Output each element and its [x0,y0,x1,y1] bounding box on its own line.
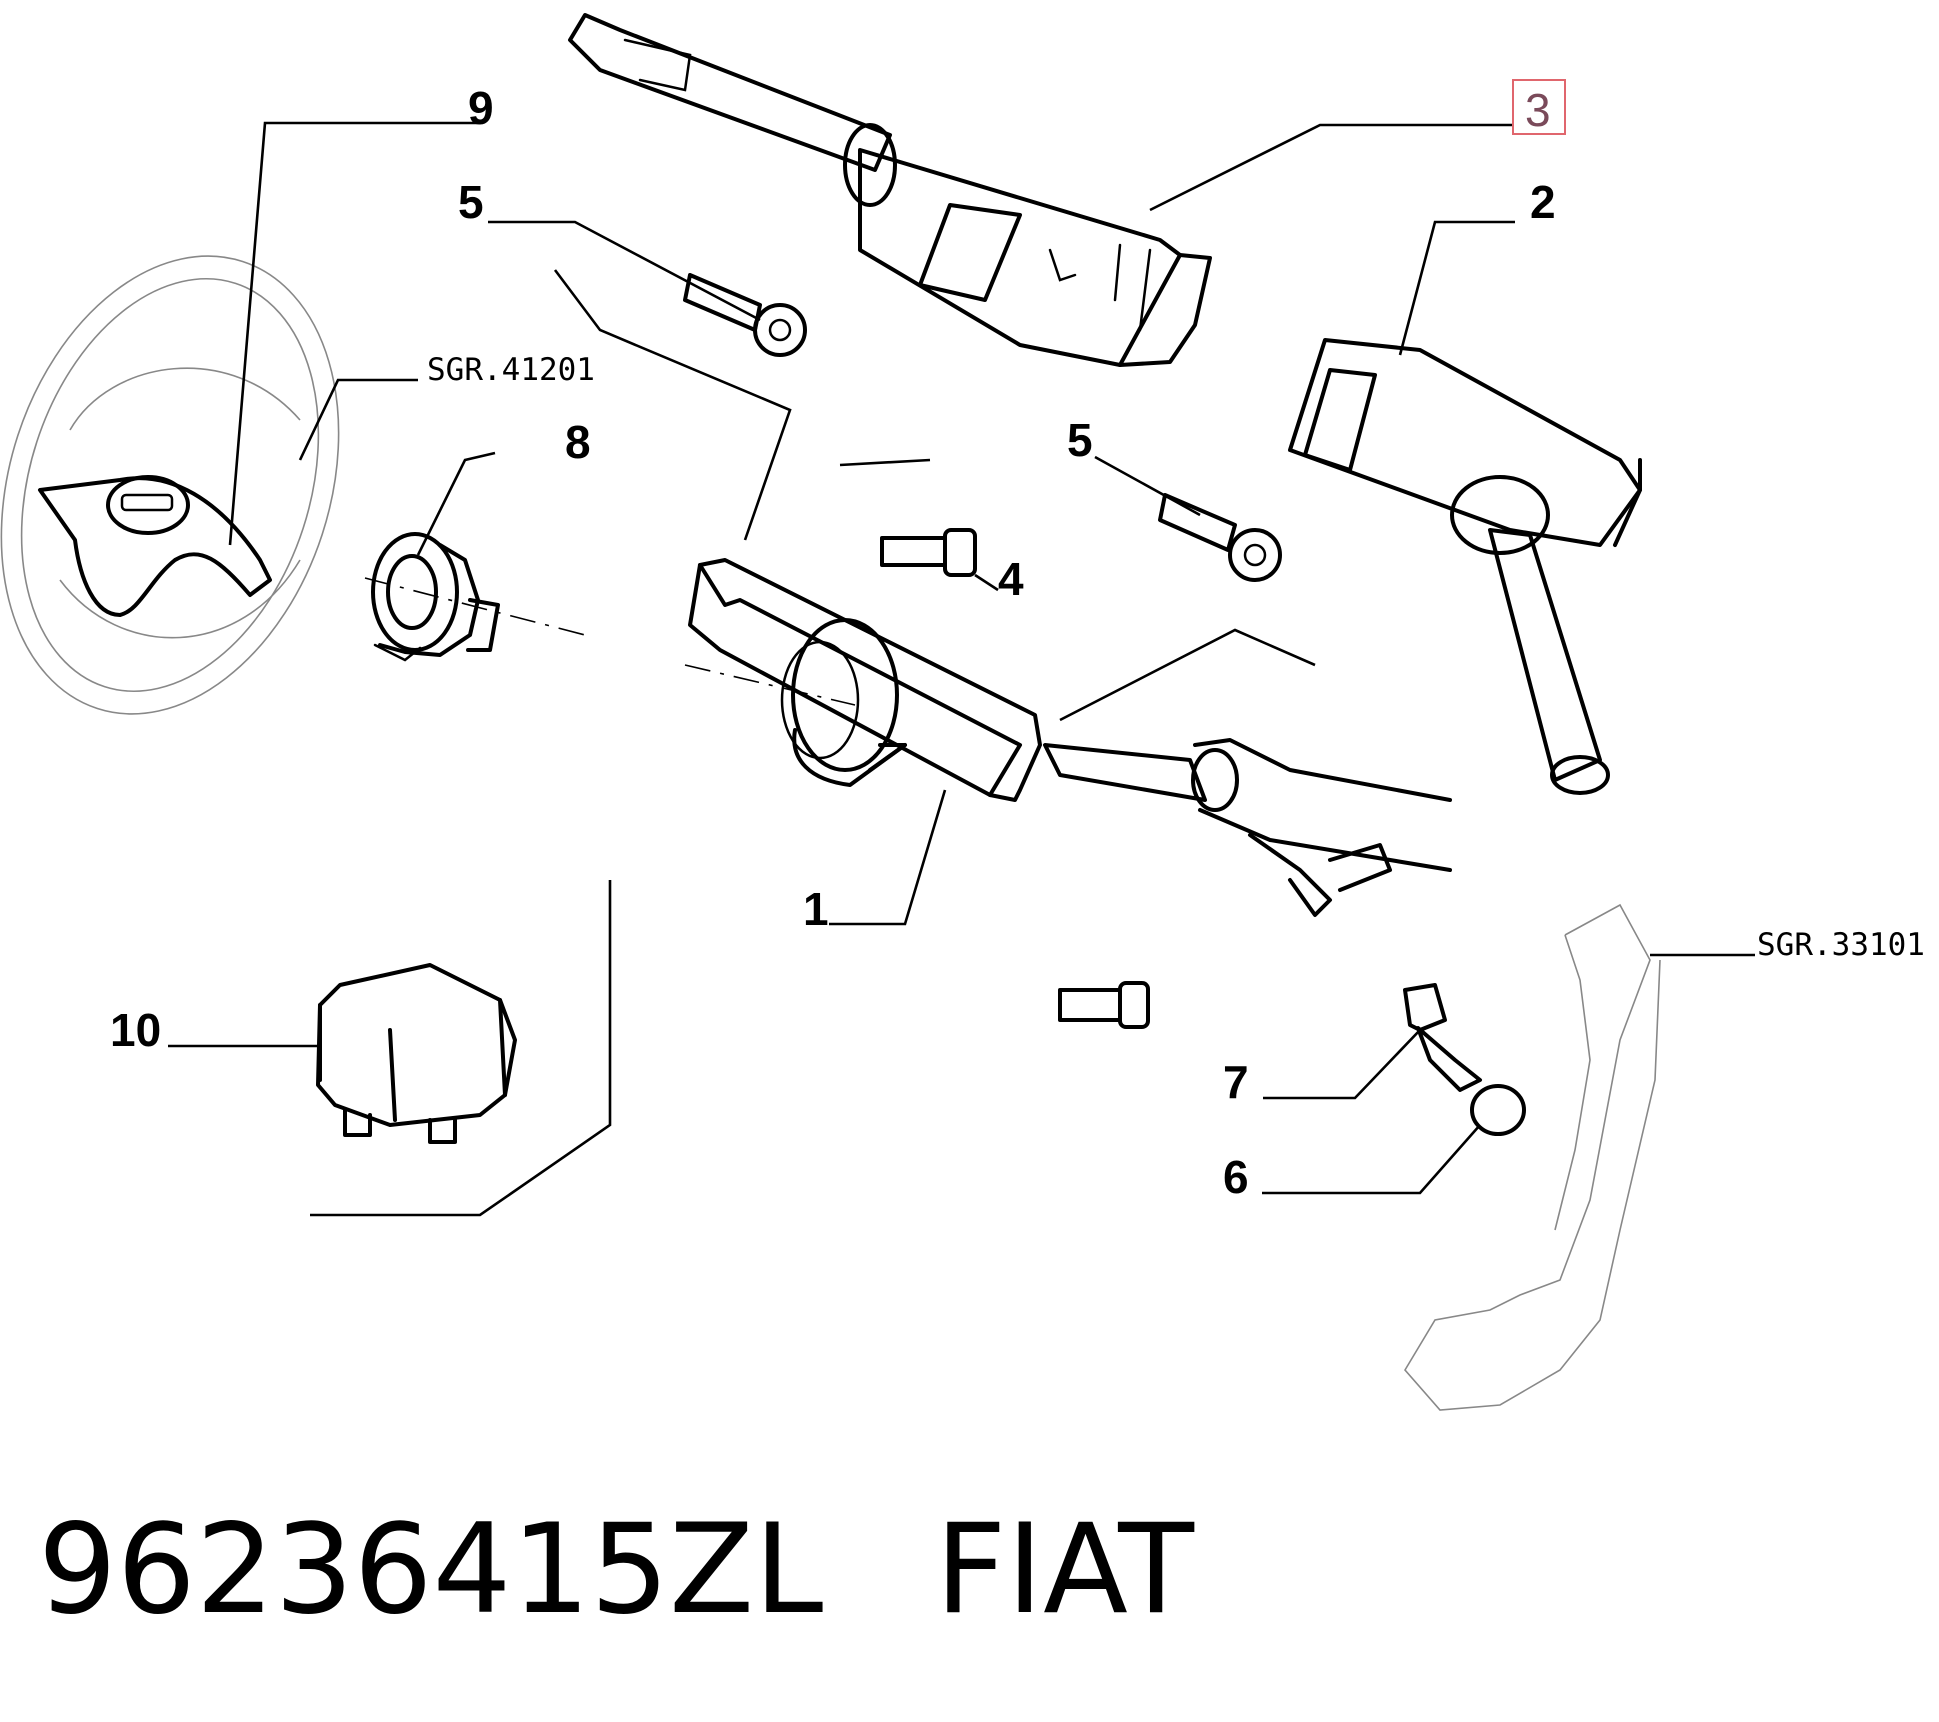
callout-2: 2 [1530,176,1556,228]
ref-sgr-41201: SGR.41201 [427,352,595,388]
leader-7 [1263,1029,1421,1100]
steering-wheel-drawing [0,255,340,715]
relay-drawing [310,880,612,1217]
callout-4: 4 [998,553,1024,605]
leader-2 [1398,220,1515,356]
brand-name: FIAT [935,1498,1195,1642]
callout-6: 6 [1223,1151,1249,1203]
guide-1-2 [1059,628,1316,722]
selected-callout-box[interactable] [1512,79,1566,135]
pedal-assembly-drawing [1403,903,1661,1411]
leader-5b [1094,455,1201,517]
ref-sgr-33101: SGR.33101 [1757,927,1925,963]
callout-3[interactable]: 3 [1525,84,1551,136]
wiper-switch-drawing [568,13,1212,367]
contact-ring-drawing [364,532,586,662]
callout-5-lower: 5 [1067,414,1093,466]
leader-sgr41201 [298,378,418,461]
callout-9: 9 [468,82,494,134]
indicator-switch-drawing [1288,338,1642,795]
callout-labels: 9 5 3 2 5 8 4 1 10 7 6 SGR.41201 SGR.331… [110,79,1925,1203]
leader-1 [829,789,947,926]
callout-8: 8 [565,416,591,468]
callout-7: 7 [1223,1056,1249,1108]
leader-4 [974,573,999,592]
leader-3 [1149,123,1513,212]
leader-8 [416,451,496,556]
callout-10: 10 [110,1004,161,1056]
leader-lines [168,121,1755,1195]
part-number: 96236415ZL [38,1498,824,1642]
leader-6 [1262,1124,1481,1195]
leader-5a [488,220,761,322]
switch-body-drawing [553,269,1042,802]
callout-5-upper: 5 [458,176,484,228]
part-caption: 96236415ZL FIAT [38,1500,1194,1640]
screws-drawing [683,273,1282,1029]
callout-1: 1 [803,883,829,935]
leader-9 [228,121,480,546]
steering-column-drawing [1043,738,1452,917]
